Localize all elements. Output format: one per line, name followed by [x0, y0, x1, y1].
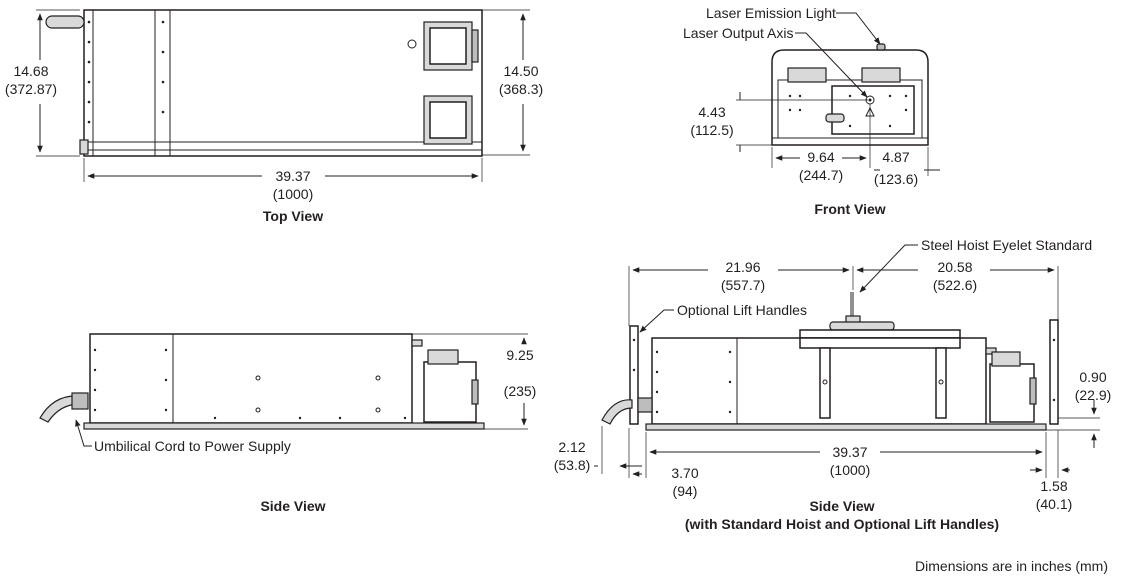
handle-height-mm: (22.9)	[1075, 387, 1112, 403]
lift-handles-label: Optional Lift Handles	[677, 302, 807, 318]
handle-offset-left-mm: (94)	[673, 483, 698, 499]
handle-offset-left-in: 3.70	[671, 465, 698, 481]
hoist-left-dim-mm: (557.7)	[721, 277, 765, 293]
side-height-in: 9.25	[506, 347, 533, 363]
side-hoist-cord	[601, 399, 633, 425]
lift-handle-right	[1049, 319, 1059, 425]
hoist-length-mm: (1000)	[830, 462, 870, 478]
top-view: 14.68 (372.87) 14.50 (368.3) 39.37 (1000…	[5, 9, 543, 224]
cord-offset-in: 2.12	[558, 439, 585, 455]
side-view-screws	[93, 348, 407, 420]
side-hoist-caption: Side View	[809, 498, 874, 514]
top-view-body	[83, 9, 483, 157]
top-height-left-in: 14.68	[13, 63, 48, 79]
top-view-screws	[87, 20, 165, 124]
handle-offset-right-mm: (40.1)	[1036, 496, 1073, 512]
front-axis-left-in: 9.64	[807, 149, 834, 165]
hoist-eyelet	[829, 321, 895, 331]
side-view-base	[83, 422, 485, 430]
hoist-right-dim-mm: (522.6)	[933, 277, 977, 293]
side-height-mm: (235)	[504, 383, 537, 399]
laser-output-axis-label: Laser Output Axis	[683, 25, 794, 41]
handle-height-in: 0.90	[1079, 369, 1106, 385]
top-length-mm: (1000)	[273, 186, 313, 202]
side-view-body	[89, 333, 413, 424]
front-axis-left-mm: (244.7)	[799, 167, 843, 183]
umbilical-cord-label: Umbilical Cord to Power Supply	[94, 438, 291, 454]
hoist-right-dim-in: 20.58	[937, 259, 972, 275]
side-view: Umbilical Cord to Power Supply 9.25 (235…	[39, 333, 537, 514]
top-height-right-mm: (368.3)	[499, 81, 543, 97]
front-axis-right-in: 4.87	[882, 149, 909, 165]
front-axis-right-mm: (123.6)	[874, 171, 918, 187]
front-axis-height-mm: (112.5)	[690, 122, 733, 138]
front-view-caption: Front View	[814, 201, 885, 217]
side-hoist-body	[651, 337, 987, 425]
front-view-screws	[788, 94, 908, 128]
top-view-caption: Top View	[263, 208, 323, 224]
side-hoist-subcaption: (with Standard Hoist and Optional Lift H…	[685, 516, 999, 532]
cord-offset-mm: (53.8)	[554, 457, 591, 473]
umbilical-cord	[45, 15, 85, 29]
units-footnote: Dimensions are in inches (mm)	[915, 558, 1108, 574]
hoist-length-in: 39.37	[832, 444, 867, 460]
front-axis-height-in: 4.43	[698, 104, 725, 120]
top-height-left-mm: (372.87)	[5, 81, 57, 97]
top-height-right-in: 14.50	[503, 63, 538, 79]
top-length-in: 39.37	[275, 168, 310, 184]
handle-offset-right-in: 1.58	[1040, 478, 1067, 494]
side-view-caption: Side View	[260, 498, 325, 514]
side-hoist-view: 21.96 (557.7) 20.58 (522.6) Steel Hoist …	[554, 237, 1112, 532]
front-view: Laser Emission Light Laser Output Axis 4…	[683, 5, 940, 217]
side-hoist-screws	[632, 338, 1056, 414]
lift-handle-left	[629, 325, 639, 425]
laser-emission-label: Laser Emission Light	[706, 5, 836, 21]
hoist-eyelet-label: Steel Hoist Eyelet Standard	[921, 237, 1092, 253]
laser-emission-light	[876, 43, 886, 51]
hoist-left-dim-in: 21.96	[725, 259, 760, 275]
